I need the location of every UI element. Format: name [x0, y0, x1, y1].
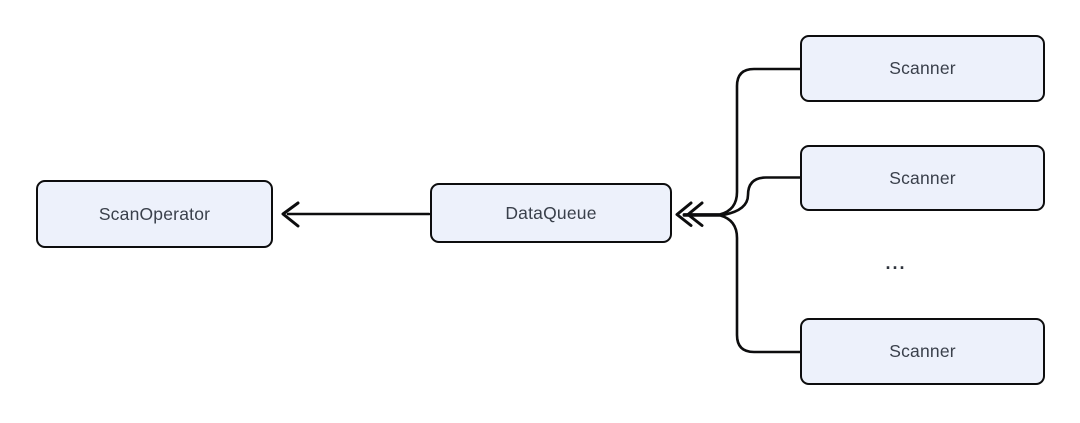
node-data-queue-label: DataQueue: [505, 202, 597, 223]
node-data-queue: DataQueue: [430, 183, 672, 243]
more-scanners-ellipsis: ...: [856, 248, 936, 278]
edge-scanner3-to-junction: [682, 214, 802, 354]
arrowhead-double-chevron-outer: [675, 201, 693, 227]
node-scanner-3-label: Scanner: [889, 341, 956, 361]
node-scan-operator-label: ScanOperator: [98, 203, 211, 224]
node-scanner-2: Scanner: [800, 145, 1045, 211]
node-scanner-1-label: Scanner: [889, 58, 956, 78]
node-scanner-1: Scanner: [800, 35, 1045, 102]
node-scanner-3: Scanner: [800, 318, 1045, 385]
arrowhead-single-chevron: [281, 201, 300, 228]
edge-scanner2-to-junction: [682, 176, 802, 217]
arrowhead-double-chevron-inner: [686, 201, 704, 227]
ellipsis-label: ...: [885, 252, 907, 273]
node-scanner-2-label: Scanner: [889, 167, 956, 188]
edge-scanner1-to-junction: [682, 67, 802, 216]
node-scan-operator: ScanOperator: [36, 180, 273, 248]
